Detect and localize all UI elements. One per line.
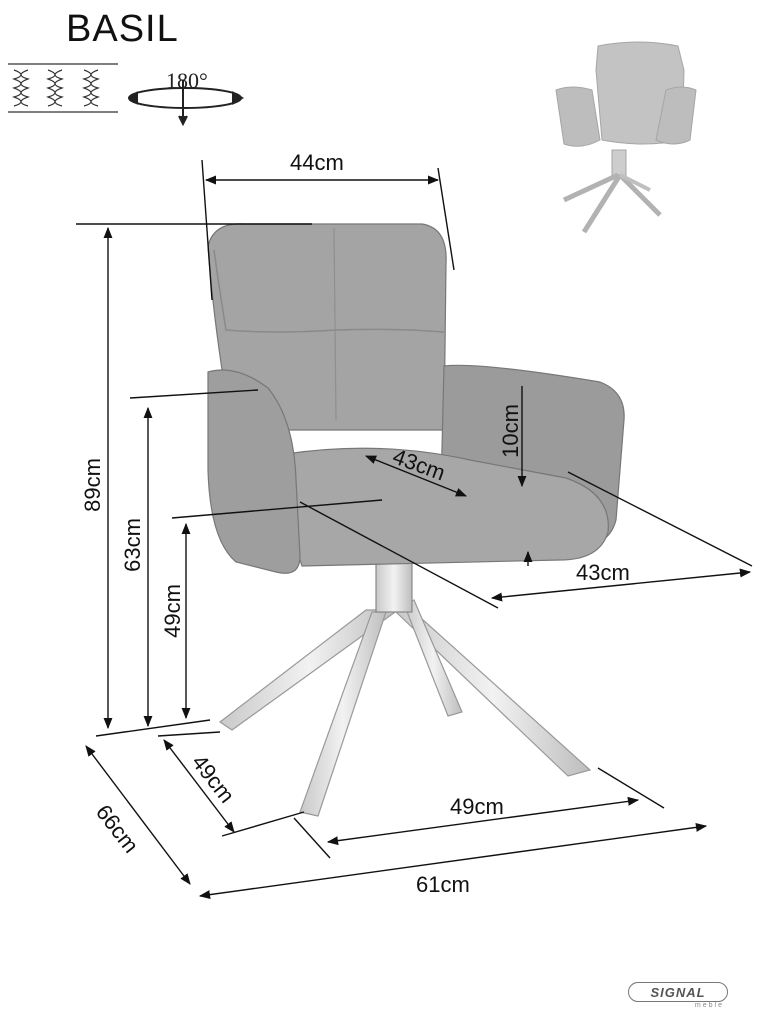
chair-back-view-thumbnail: [555, 41, 697, 234]
dimension-base-width: 49cm: [450, 794, 504, 819]
dimension-armrest-above-seat: 10cm: [497, 404, 523, 458]
dimension-seat-height: 49cm: [159, 584, 185, 638]
swivel-angle-label: 180°: [166, 68, 208, 93]
chair-legs: [218, 559, 592, 817]
dimension-lines: [76, 159, 753, 900]
dimension-seat-width-top: 44cm: [290, 150, 344, 175]
product-title: BASIL: [66, 8, 179, 50]
dimension-seat-depth-side: 43cm: [576, 560, 630, 585]
chair-backrest: [207, 223, 447, 431]
rotation-arrow-icon: [128, 80, 244, 127]
pocket-spring-icon: [8, 63, 118, 113]
dimension-armrest-height: 63cm: [119, 518, 145, 572]
brand-name: SIGNAL: [628, 982, 728, 1002]
brand-sub: meble: [694, 1002, 724, 1009]
chair-illustration: [207, 223, 625, 817]
dimension-total-width: 61cm: [416, 872, 470, 897]
dimension-total-height: 89cm: [79, 458, 105, 512]
brand-logo: SIGNAL meble: [628, 982, 728, 1009]
chair-armrest-left: [207, 369, 301, 574]
